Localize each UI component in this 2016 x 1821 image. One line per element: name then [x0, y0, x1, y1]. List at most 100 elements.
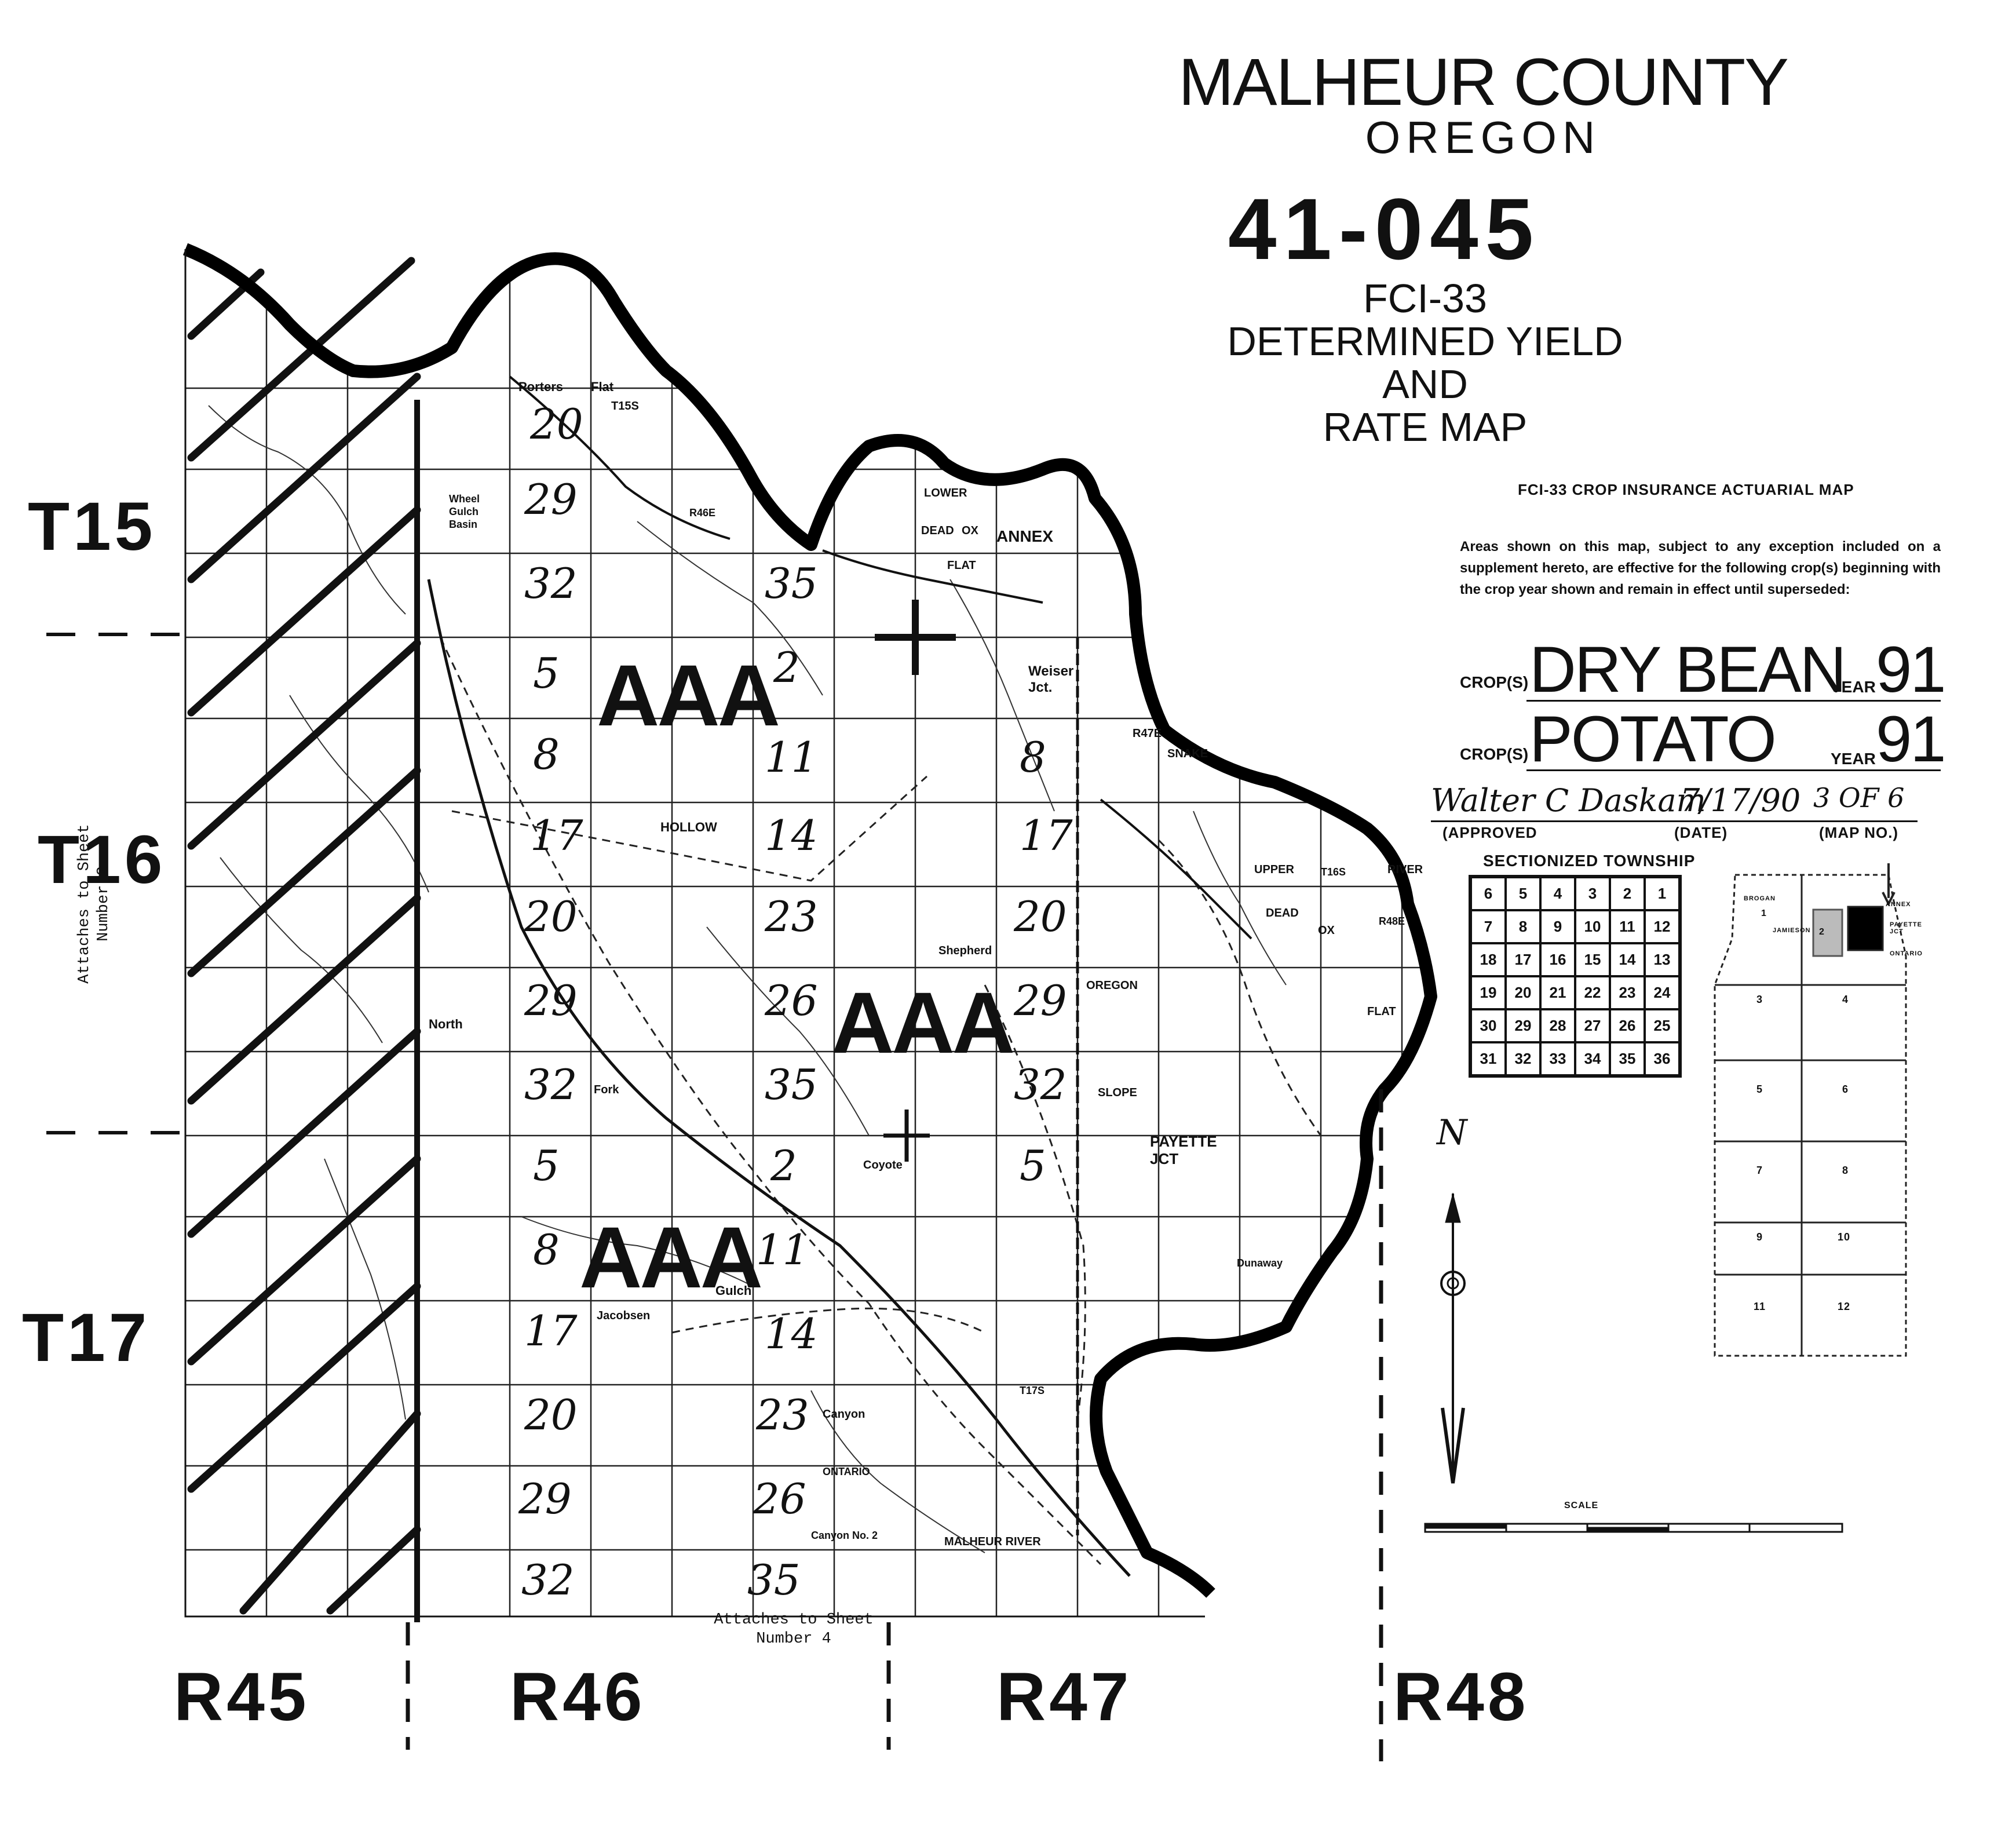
- section-number: 8: [1020, 733, 1046, 782]
- rating-label: AAA: [597, 647, 780, 744]
- map-crosses: [875, 600, 956, 1162]
- crop-label: CROP(S): [1460, 745, 1529, 763]
- section-cell: 12: [1645, 910, 1679, 943]
- place-label: Fork: [594, 1083, 619, 1096]
- place-label: Canyon: [823, 1408, 865, 1421]
- section-cell: 29: [1506, 1009, 1540, 1042]
- section-number: 29: [1014, 976, 1067, 1025]
- section-number: 11: [756, 1225, 809, 1274]
- place-label: FLAT: [1367, 1005, 1396, 1018]
- crop-year: 91: [1876, 703, 1946, 775]
- section-cell: 34: [1575, 1042, 1610, 1075]
- section-cell: 26: [1610, 1009, 1645, 1042]
- section-number: 20: [524, 1391, 578, 1439]
- range-label-r47: R47: [996, 1659, 1133, 1735]
- section-cell: 28: [1540, 1009, 1575, 1042]
- approval-signature: Walter C Daskam: [1431, 782, 1706, 819]
- county-title: MALHEUR COUNTY: [1178, 45, 1789, 119]
- section-number: 8: [533, 730, 560, 779]
- section-cell: 15: [1575, 943, 1610, 976]
- section-number: 23: [756, 1391, 809, 1439]
- township-dividers: [46, 633, 185, 1134]
- section-cell: 25: [1645, 1009, 1679, 1042]
- index-place-label: JAMIESON: [1773, 927, 1811, 934]
- section-cell: 8: [1506, 910, 1540, 943]
- north-label: N: [1437, 1112, 1467, 1153]
- index-sheet-label: 4: [1842, 994, 1849, 1005]
- place-label: R47E: [1133, 727, 1162, 740]
- index-place-label: ONTARIO: [1890, 950, 1923, 957]
- place-label: Coyote: [863, 1159, 903, 1172]
- section-cell: 3: [1575, 877, 1610, 910]
- attaches-bottom-line1: Attaches to Sheet: [714, 1611, 874, 1629]
- place-label: LOWER: [924, 487, 967, 499]
- section-cell: 11: [1610, 910, 1645, 943]
- section-number: 35: [747, 1556, 801, 1604]
- section-cell: 27: [1575, 1009, 1610, 1042]
- index-place-label: ANNEX: [1886, 901, 1911, 908]
- section-cell: 16: [1540, 943, 1575, 976]
- section-cell: 1: [1645, 877, 1679, 910]
- title-line2: AND: [1382, 362, 1468, 407]
- place-label: OX: [1318, 924, 1335, 937]
- township-label-t15: T15: [28, 488, 156, 565]
- section-cell: 19: [1471, 976, 1506, 1009]
- section-number: 17: [1020, 811, 1073, 860]
- approval-date: 7/17/90: [1680, 782, 1801, 819]
- section-cell: 33: [1540, 1042, 1575, 1075]
- attaches-bottom-line2: Number 4: [756, 1630, 831, 1648]
- township-label-t16: T16: [38, 822, 166, 898]
- map-number: 3 OF 6: [1813, 782, 1905, 813]
- section-number: 29: [524, 475, 578, 524]
- place-label: North: [429, 1017, 463, 1031]
- scale-bar: [1424, 1523, 1843, 1533]
- section-cell: 21: [1540, 976, 1575, 1009]
- index-sheet-label: 1: [1761, 908, 1767, 918]
- section-number: 23: [765, 892, 818, 941]
- range-label-r45: R45: [174, 1659, 310, 1735]
- section-number: 35: [765, 1060, 818, 1109]
- place-label: T16S: [1321, 866, 1346, 878]
- section-number: 5: [533, 1141, 560, 1190]
- index-sheet-label: 10: [1838, 1231, 1851, 1243]
- rating-label: AAA: [579, 1209, 763, 1306]
- index-sheet-label: 8: [1842, 1165, 1849, 1176]
- place-label: HOLLOW: [660, 820, 717, 834]
- section-cell: 30: [1471, 1009, 1506, 1042]
- sectionized-grid: 6 5 4 3 2 1 7 8 9 10 11 12 18 17 16 15 1…: [1469, 875, 1682, 1078]
- attaches-left-line1: Attaches to Sheet: [76, 824, 93, 984]
- effective-notice: Areas shown on this map, subject to any …: [1460, 539, 1941, 597]
- section-number: 20: [530, 400, 583, 448]
- title-line3: RATE MAP: [1323, 404, 1528, 450]
- section-cell: 22: [1575, 976, 1610, 1009]
- index-sheet-label: 2: [1819, 927, 1825, 937]
- section-cell: 36: [1645, 1042, 1679, 1075]
- section-number: 32: [1014, 1060, 1067, 1109]
- attaches-bottom-note: Attaches to Sheet Number 4: [684, 1611, 904, 1649]
- date-label: (DATE): [1674, 824, 1728, 841]
- map-no-label: (MAP NO.): [1819, 824, 1899, 841]
- section-number: 26: [753, 1475, 806, 1523]
- index-sheet-label: 9: [1756, 1231, 1763, 1243]
- crop-name: DRY BEAN: [1529, 633, 1847, 706]
- place-label: Flat: [591, 379, 614, 394]
- place-label: SLOPE: [1098, 1086, 1137, 1099]
- section-number: 2: [770, 1141, 797, 1190]
- place-label: R48E: [1379, 915, 1405, 927]
- section-number: 14: [765, 811, 818, 860]
- place-label: OREGON: [1086, 979, 1138, 992]
- section-number: 5: [1020, 1141, 1046, 1190]
- section-number: 2: [773, 643, 800, 692]
- index-sheet-label: 3: [1756, 994, 1763, 1005]
- place-label: DEAD: [1266, 907, 1299, 919]
- year-label: YEAR: [1831, 678, 1876, 696]
- section-cell: 35: [1610, 1042, 1645, 1075]
- section-number: 32: [524, 1060, 578, 1109]
- section-cell: 4: [1540, 877, 1575, 910]
- title-sub-block: FCI-33 DETERMINED YIELD AND RATE MAP: [1159, 278, 1692, 447]
- place-label: Wheel Gulch Basin: [449, 493, 480, 530]
- index-sheet-label: 5: [1756, 1083, 1763, 1095]
- index-sheet-label: 7: [1756, 1165, 1763, 1176]
- index-sheet-label: 6: [1842, 1083, 1849, 1095]
- section-cell: 9: [1540, 910, 1575, 943]
